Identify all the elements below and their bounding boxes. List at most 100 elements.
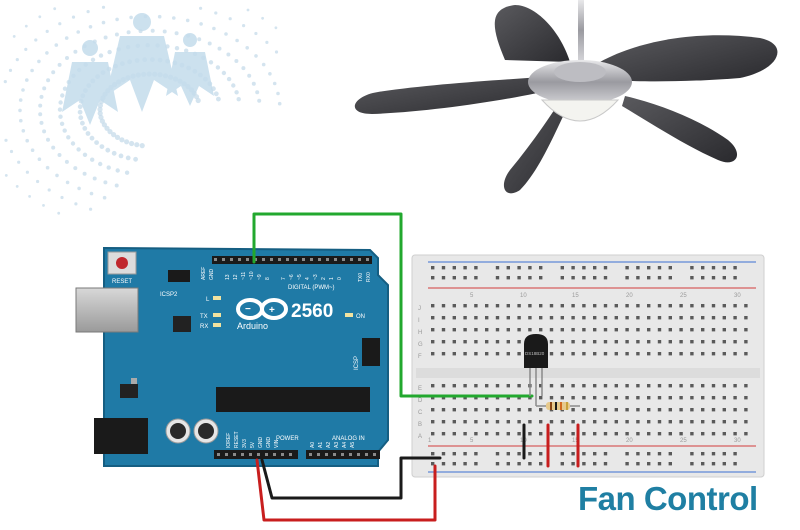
header-pin: [333, 453, 336, 456]
power-header: [214, 450, 298, 459]
small-chip: [173, 316, 191, 332]
breadboard-hole: [668, 408, 672, 412]
header-pin: [326, 258, 329, 261]
background-dot: [77, 109, 83, 115]
breadboard-hole: [539, 408, 543, 412]
breadboard-hole: [679, 328, 683, 332]
background-dot: [97, 106, 103, 112]
breadboard-hole: [636, 340, 640, 344]
breadboard-hole: [582, 304, 586, 308]
breadboard-hole: [474, 408, 478, 412]
breadboard-hole: [474, 352, 478, 356]
background-dot: [139, 143, 145, 149]
breadboard-hole: [549, 340, 554, 344]
fan-light-globe: [540, 99, 620, 122]
fan-blade: [600, 35, 778, 82]
breadboard-hole: [431, 328, 435, 332]
breadboard-hole: [582, 316, 586, 320]
breadboard-hole: [539, 328, 543, 332]
breadboard-hole: [657, 352, 662, 356]
usb-port: [75, 287, 139, 333]
background-dot: [97, 110, 103, 116]
background-dot: [172, 16, 176, 20]
pin-label: 13: [225, 274, 231, 280]
breadboard-hole: [625, 276, 629, 280]
background-dot: [71, 15, 76, 19]
background-dot: [274, 50, 279, 54]
pin-label: RESET: [234, 431, 240, 448]
breadboard-hole: [571, 328, 575, 332]
breadboard-hole: [711, 352, 716, 356]
header-pin: [342, 258, 345, 261]
row-letter: A: [418, 434, 422, 440]
background-dot: [114, 32, 119, 37]
breadboard-hole: [690, 384, 694, 388]
pin-label: A4: [342, 442, 348, 448]
breadboard-hole: [733, 276, 737, 280]
background-dot: [76, 30, 80, 34]
breadboard-hole: [625, 328, 629, 332]
background-dot: [45, 51, 49, 55]
icsp2-header: [168, 270, 190, 282]
breadboard-hole: [517, 304, 521, 308]
breadboard-hole: [452, 452, 456, 456]
background-dot: [70, 141, 76, 146]
breadboard-hole: [614, 340, 618, 344]
background-dot: [125, 155, 131, 161]
breadboard-hole: [452, 384, 456, 388]
background-dot: [126, 30, 131, 35]
pin-label: A1: [318, 442, 324, 448]
main-chip: [216, 387, 370, 412]
breadboard-hole: [733, 328, 737, 332]
breadboard-hole: [647, 408, 651, 412]
reset-button[interactable]: [116, 257, 128, 269]
background-dot: [19, 118, 23, 123]
breadboard-hole: [711, 420, 716, 424]
logo-plus-icon: +: [269, 305, 275, 316]
background-dot: [217, 46, 222, 51]
breadboard-hole: [582, 432, 586, 436]
header-pin: [286, 258, 289, 261]
breadboard-hole: [441, 452, 446, 456]
breadboard-hole: [647, 340, 651, 344]
breadboard-hole: [711, 304, 716, 308]
breadboard-hole: [528, 452, 532, 456]
breadboard-hole: [506, 432, 510, 436]
breadboard-hole: [657, 420, 662, 424]
breadboard: 5 10 15 20 25 30 1 5 10 15 20 25 30 J I …: [411, 254, 765, 478]
breadboard-hole: [711, 328, 716, 332]
icsp-label: ICSP: [354, 356, 360, 370]
breadboard-hole: [690, 276, 694, 280]
breadboard-hole: [614, 316, 618, 320]
breadboard-hole: [603, 432, 608, 436]
breadboard-hole: [593, 384, 597, 388]
background-dot: [242, 24, 246, 28]
breadboard-hole: [441, 316, 446, 320]
breadboard-hole: [452, 266, 456, 270]
background-dot: [197, 37, 202, 42]
breadboard-hole: [636, 352, 640, 356]
breadboard-hole: [636, 396, 640, 400]
background-dot: [42, 129, 47, 134]
breadboard-hole: [431, 420, 435, 424]
pin-label: ~11: [241, 272, 247, 280]
breadboard-hole: [593, 304, 597, 308]
header-pin: [357, 453, 360, 456]
background-dot: [60, 93, 65, 98]
background-dot: [257, 98, 262, 103]
breadboard-hole: [647, 266, 651, 270]
background-dot: [90, 57, 96, 62]
breadboard-hole: [452, 328, 456, 332]
breadboard-hole: [668, 396, 672, 400]
breadboard-hole: [582, 452, 586, 456]
background-dot: [115, 168, 120, 173]
breadboard-hole: [495, 420, 500, 424]
background-dot: [99, 144, 105, 150]
breadboard-hole: [690, 316, 694, 320]
header-pin: [341, 453, 344, 456]
background-dot: [58, 114, 63, 119]
breadboard-hole: [560, 352, 564, 356]
header-pin: [270, 258, 273, 261]
breadboard-hole: [711, 432, 716, 436]
